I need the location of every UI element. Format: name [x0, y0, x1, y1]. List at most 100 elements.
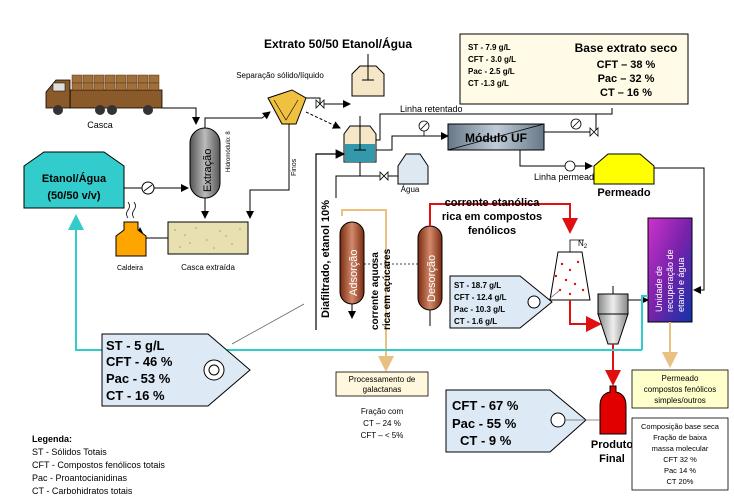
legenda-title: Legenda: — [32, 434, 72, 444]
flow-separacao-extrato — [306, 97, 351, 108]
truck-icon — [45, 74, 163, 115]
agua-tank — [397, 153, 429, 185]
composicao-label-5: Pac 14 % — [664, 466, 696, 475]
corrente-aquosa-label-2: rica em açúcares — [382, 248, 393, 330]
base-extrato-title: Base extrato seco — [575, 41, 678, 55]
permeado-info-box — [631, 369, 729, 409]
produto-label-1: Produto — [591, 439, 633, 451]
linha-permeado-label: Linha permeado — [534, 172, 599, 182]
spray-dryer — [549, 251, 591, 301]
unidade-recuperacao — [647, 217, 693, 323]
produto-label-2: Final — [599, 453, 625, 465]
flow-casca-extracao — [162, 107, 200, 125]
caldeira-icon — [115, 201, 147, 257]
uf-module — [447, 123, 545, 151]
tag-left-pac: Pac - 53 % — [106, 371, 171, 386]
valve-icon-2 — [379, 171, 389, 181]
adsorcao-label: Adsorção — [348, 250, 360, 296]
casca-extraida-box — [167, 221, 249, 255]
etanol-agua-label-2: (50/50 v/v) — [47, 190, 101, 202]
extrato-ct: CT -1.3 g/L — [468, 79, 509, 88]
tag-mid-cft: CFT - 12.4 g/L — [454, 293, 507, 302]
tag-left — [101, 333, 251, 407]
etanol-agua-tank — [23, 151, 125, 209]
pump-icon — [141, 181, 155, 195]
flow-extracao-separacao — [204, 111, 271, 128]
produto-final-bottle — [599, 385, 627, 435]
caldeira-label: Caldeira — [117, 265, 143, 272]
composicao-label-1: Composição base seca — [641, 422, 720, 431]
casca-label: Casca — [87, 120, 113, 130]
processamento-label-1: Processamento de — [349, 375, 416, 384]
extrato-composition-box — [459, 33, 689, 105]
unidade-label-1: Unidade de — [654, 266, 664, 312]
cyclone — [597, 286, 629, 345]
gauge-icon — [418, 120, 430, 136]
tag-mid-ct: CT - 1.6 g/L — [454, 317, 497, 326]
separacao-label: Separação sólido/líquido — [236, 71, 324, 80]
tag-final — [445, 389, 587, 453]
permeado-tank — [593, 153, 655, 185]
tag-mid — [449, 275, 553, 329]
corrente-etanolica-label-1: corrente etanólica — [445, 197, 541, 209]
casca-extraida-label: Casca extraída — [181, 263, 235, 272]
tag-mid-pac: Pac - 10.3 g/L — [454, 305, 505, 314]
tag-left-ct: CT - 16 % — [106, 388, 165, 403]
corrente-etanolica-label-2: rica em compostos — [442, 211, 542, 223]
permeado-box-label-2: compostos fenólicos — [644, 385, 716, 394]
tag-final-ct: CT - 9 % — [460, 433, 512, 448]
extrato-pac: Pac - 2.5 g/L — [468, 67, 515, 76]
extracao-label: Extração — [202, 149, 214, 192]
legenda-item-cft: CFT - Compostos fenólicos totais — [32, 460, 165, 470]
extrato-title: Extrato 50/50 Etanol/Água — [264, 36, 412, 51]
permeado-label: Permeado — [597, 187, 650, 199]
flow-finos — [246, 124, 290, 219]
flow-corrente-aquosa — [341, 209, 394, 372]
valve-icon-3 — [589, 127, 599, 137]
legenda-item-pac: Pac - Proantocianidinas — [32, 473, 128, 483]
agua-label: Água — [401, 185, 420, 194]
corrente-aquosa-label-1: corrente aquosa — [370, 252, 381, 330]
tag-final-cft: CFT - 67 % — [452, 398, 519, 413]
fracao-label-2: CT – 24 % — [363, 419, 401, 428]
dessorcao-label: Desorção — [426, 255, 438, 302]
composicao-label-2: Fração de baixa — [653, 433, 708, 442]
flow-corrente-etanolica — [429, 203, 578, 234]
modulo-uf-label: Módulo UF — [465, 131, 527, 145]
permeado-box-label-1: Permeado — [662, 374, 699, 383]
unidade-label-2: recuperação de — [665, 249, 675, 312]
linha-retentado-label: Linha retentado — [400, 104, 463, 114]
base-ct: CT – 16 % — [600, 87, 652, 99]
linha-retentado-line — [376, 113, 597, 141]
flow-recycle-etanol — [68, 214, 642, 351]
uf-feed-reactor — [343, 116, 377, 163]
pump-icon-2 — [564, 160, 576, 172]
finos-label: Finos — [291, 158, 298, 176]
linha-permeado-line — [519, 150, 566, 167]
separation-filter — [267, 89, 307, 125]
flow-diafiltrado — [315, 149, 346, 330]
fracao-label-1: Fração com — [361, 407, 404, 416]
unidade-label-3: etanol e água — [676, 257, 686, 312]
corrente-etanolica-label-3: fenólicos — [468, 225, 516, 237]
valve-icon — [315, 99, 325, 109]
extrato-tank — [351, 54, 385, 97]
composicao-label-3: massa molecular — [652, 444, 709, 453]
n2-label: N2 — [578, 239, 588, 250]
hidromodulo-label: Hidromódulo: 8 — [226, 131, 232, 172]
base-pac: Pac – 32 % — [598, 73, 655, 85]
tag-mid-st: ST - 18.7 g/L — [454, 281, 501, 290]
etanol-agua-label-1: Etanol/Água — [42, 172, 107, 185]
legenda-item-st: ST - Sólidos Totais — [32, 447, 107, 457]
tag-final-pac: Pac - 55 % — [452, 416, 517, 431]
permeado-box-label-3: simples/outros — [654, 396, 706, 405]
legenda-item-ct: CT - Carbohidratos totais — [32, 486, 133, 496]
base-cft: CFT – 38 % — [597, 59, 656, 71]
flow-permeado-unidade — [654, 167, 705, 294]
composicao-label-6: CT 20% — [667, 477, 694, 486]
extrato-cft: CFT - 3.0 g/L — [468, 55, 516, 64]
gauge-icon-2 — [570, 118, 582, 130]
processamento-label-2: galactanas — [363, 385, 402, 394]
